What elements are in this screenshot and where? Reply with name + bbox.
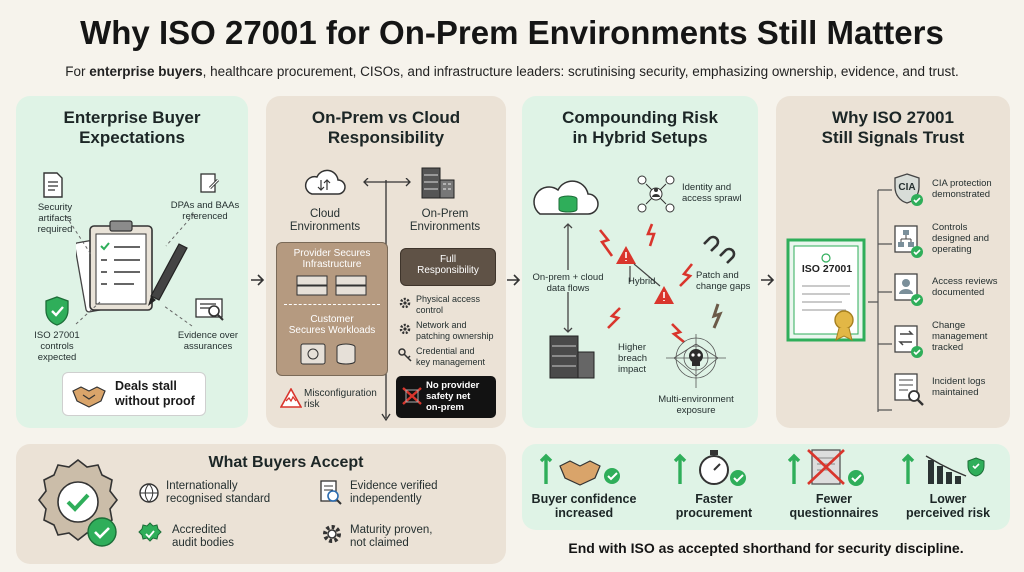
chain-link-icon <box>200 172 224 196</box>
key-icon <box>398 348 412 362</box>
cia-badge-text: CIA <box>898 182 916 193</box>
subtitle-bold: enterprise buyers <box>89 64 203 79</box>
arrow-right-icon <box>251 274 265 286</box>
clipboard-checklist-icon <box>76 216 196 316</box>
handshake-icon <box>71 381 107 409</box>
shared-responsibility-box <box>276 242 388 376</box>
label-maturity-proven: Maturity proven,not claimed <box>350 524 433 549</box>
server-building-icon <box>420 166 456 202</box>
certified-badge-icon <box>28 456 128 556</box>
declining-risk-chart-icon <box>902 446 992 488</box>
arrow-right-icon <box>507 274 521 286</box>
cloud-icon <box>302 166 346 200</box>
document-search-icon <box>320 480 342 506</box>
stopwatch-icon <box>674 446 754 488</box>
globe-icon <box>138 482 160 504</box>
split-divider <box>284 304 380 305</box>
log-search-icon <box>892 372 926 408</box>
page-title: Why ISO 27001 for On-Prem Environments S… <box>80 14 944 51</box>
full-responsibility-box <box>400 248 496 286</box>
user-document-icon <box>892 272 926 308</box>
org-chart-icon <box>892 224 926 260</box>
handshake-trend-icon <box>540 448 626 488</box>
document-icon <box>42 172 64 198</box>
iso-certificate-icon <box>786 238 868 346</box>
footer-statement: End with ISO as accepted shorthand for s… <box>568 540 964 556</box>
network-gear-icon <box>398 322 412 336</box>
page-subtitle: For enterprise buyers, healthcare procur… <box>0 64 1024 79</box>
crossed-questionnaire-icon <box>788 446 874 488</box>
accredited-badge-icon <box>138 522 162 546</box>
warning-triangle-icon <box>280 388 302 408</box>
change-arrows-icon <box>892 324 926 360</box>
certificate-magnifier-icon <box>194 296 226 322</box>
server-rack-icon <box>296 274 368 296</box>
hybrid-risk-diagram <box>533 175 736 388</box>
arrow-right-icon <box>761 274 775 286</box>
panel1-connectors <box>65 213 195 327</box>
gear-icon <box>398 296 412 310</box>
subtitle-pre: For <box>65 64 90 79</box>
shield-check-icon <box>44 296 70 326</box>
cert-label: ISO 27001 <box>801 263 853 275</box>
gear-settings-icon <box>320 522 344 546</box>
broken-net-icon <box>400 384 424 408</box>
branch-lines <box>868 189 892 412</box>
workload-database-icon <box>300 342 364 366</box>
label-hybrid: Hybrid <box>628 276 656 287</box>
panel5-title: What Buyers Accept <box>208 454 364 471</box>
subtitle-post: , healthcare procurement, CISOs, and inf… <box>202 64 959 79</box>
cia-shield-icon <box>892 172 926 208</box>
